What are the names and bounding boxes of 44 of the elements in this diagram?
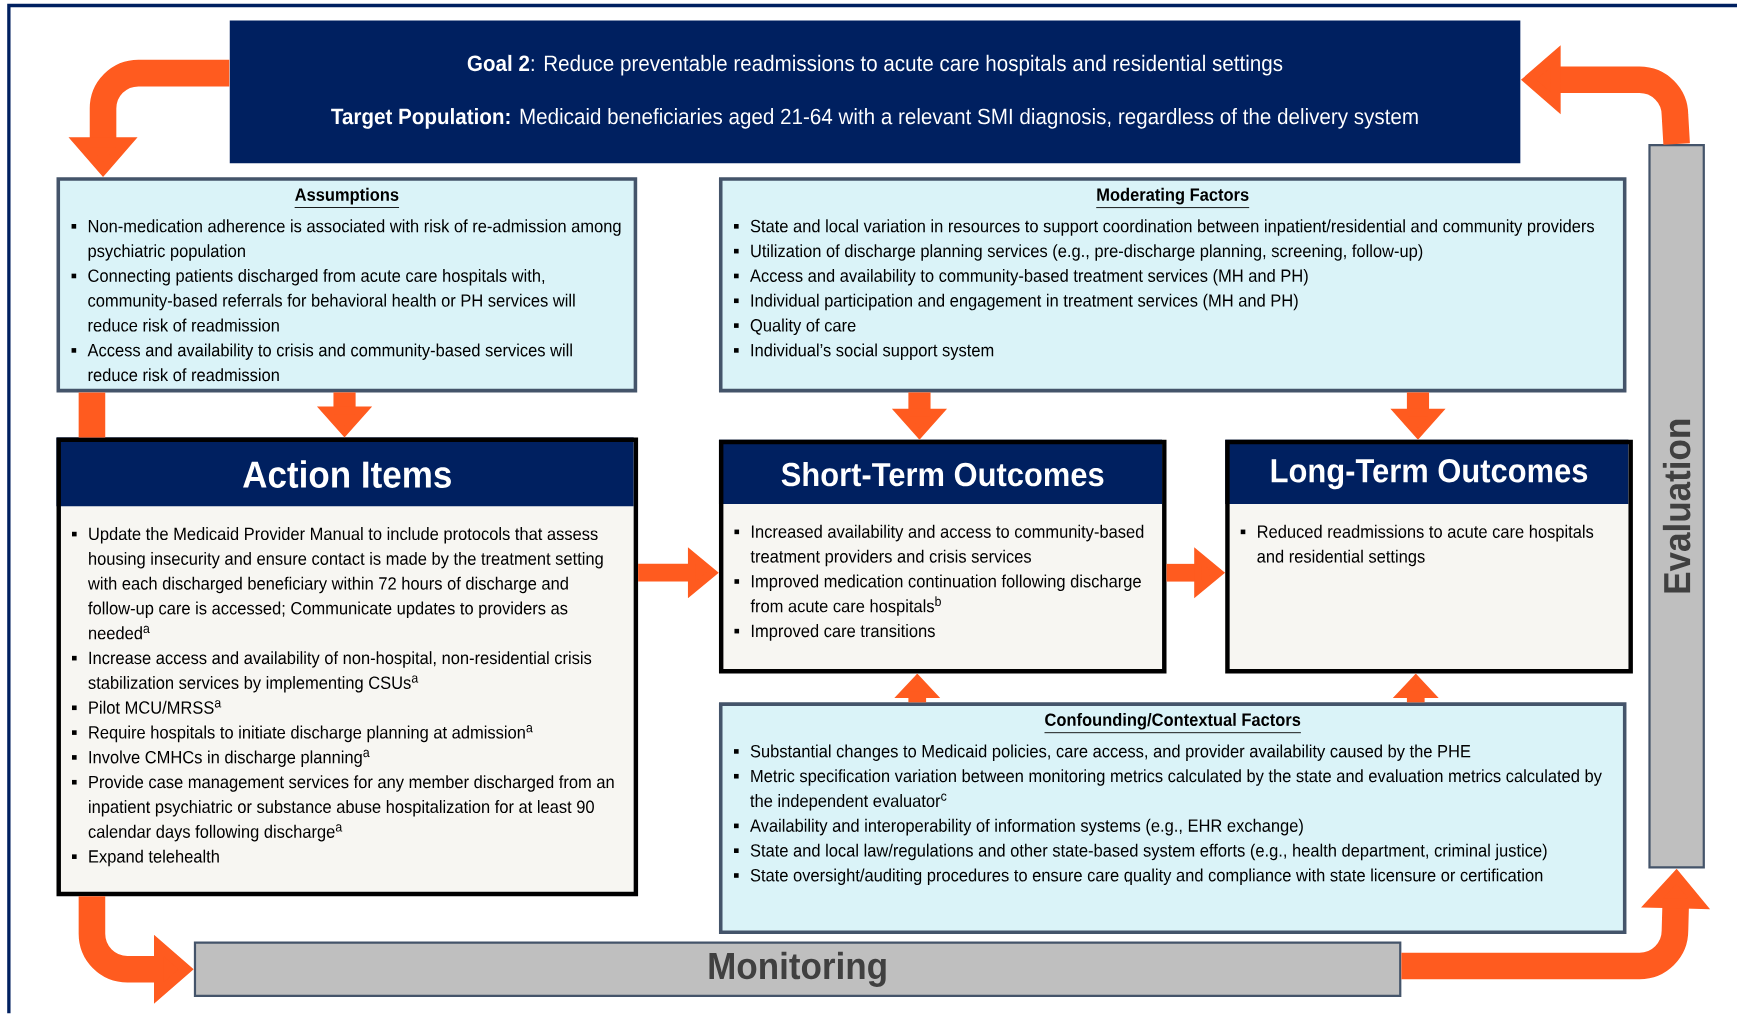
bullet-item: Provide case management services for any member discharged from an inpatient psychiatric or substance abuse hospitalization for at least 90 calendar days following discharge$^{a}$ (72, 775, 614, 842)
bullet-item: Involve CMHCs in discharge planning$^{a}$ (72, 750, 370, 768)
bullet-item: Reduced readmissions to acute care hospitals and residential settings (1240, 525, 1594, 567)
banner-text: Goal 2: Reduce preventable readmissions to acute care hospitals and residential settings (467, 55, 1283, 76)
bullet-item: Access and availability to community-based treatment services (MH and PH) (734, 269, 1308, 286)
bullet-item: Quality of care (734, 318, 856, 336)
bullet-item: Metric specification variation between monitoring metrics calculated by the state and evaluation metrics calculated by the independent evaluator$^{c}$ (734, 769, 1602, 811)
bullet-item: Update the Medicaid Provider Manual to include protocols that assess housing insecurity and ensure contact is made by the treatment setting with each discharged beneficiary within 72 hours of discharge and follow-up care is accessed; Communicate updates to providers as needed$^{a}$ (72, 527, 603, 640)
bullet-item: Availability and interoperability of information systems (e.g., EHR exchange) (734, 819, 1303, 836)
titled-panel (1225, 440, 1633, 674)
bullet-item: Require hospitals to initiate discharge planning at admission$^{a}$ (72, 725, 533, 743)
bar-label: Evaluation (1662, 420, 1691, 593)
banner-text: Target Population: Medicaid beneficiaries aged 21-64 with a relevant SMI diagnosis, regardless of the delivery system (331, 108, 1418, 129)
bullet-item: Utilization of discharge planning services (e.g., pre-discharge planning, screening, follow-up) (734, 244, 1423, 261)
info-panel (718, 177, 1627, 393)
label-bar (193, 941, 1402, 998)
bullet-item: Non-medication adherence is associated with risk of re-admission among psychiatric population (71, 219, 621, 261)
bullet-item: Substantial changes to Medicaid policies, care access, and provider availability caused by the PHE (734, 744, 1471, 762)
panel-heading: Moderating Factors (1095, 188, 1250, 209)
panel-title: Action Items (243, 460, 451, 489)
panel-heading: Confounding/Contextual Factors (1044, 713, 1302, 734)
connector (78, 392, 106, 438)
bullet-item: State and local law/regulations and other state-based system efforts (e.g., health department, criminal justice) (734, 843, 1547, 861)
banner (229, 20, 1521, 164)
bullet-item: Improved medication continuation following discharge from acute care hospitals$^{b}$ (734, 574, 1141, 617)
bullet-item: Individual’s social support system (734, 343, 994, 361)
titled-panel (56, 437, 639, 897)
bullet-item: Pilot MCU/MRSS$^{a}$ (72, 700, 222, 714)
info-panel (718, 702, 1627, 935)
bullet-item: Increased availability and access to community-based treatment providers and crisis services (734, 525, 1144, 567)
bullet-item: State and local variation in resources to support coordination between inpatient/residential and community providers (734, 219, 1595, 237)
bullet-item: Individual participation and engagement in treatment services (MH and PH) (734, 293, 1298, 311)
info-panel (56, 177, 638, 393)
panel-title: Long-Term Outcomes (1271, 459, 1588, 490)
panel-title: Short-Term Outcomes (781, 462, 1104, 487)
bar-label: Monitoring (709, 951, 886, 988)
titled-panel (718, 440, 1167, 674)
panel-heading: Assumptions (294, 188, 400, 209)
label-bar (1648, 144, 1705, 869)
bullet-item: Access and availability to crisis and community-based services will reduce risk of readmission (71, 343, 572, 382)
bullet-item: State oversight/auditing procedures to ensure care quality and compliance with state licensure or certification (734, 868, 1543, 886)
bullet-item: Expand telehealth (72, 849, 219, 867)
bullet-item: Improved care transitions (734, 624, 935, 641)
bullet-item: Connecting patients discharged from acute care hospitals with, community-based referrals for behavioral health or PH services will reduce risk of readmission (71, 269, 575, 332)
